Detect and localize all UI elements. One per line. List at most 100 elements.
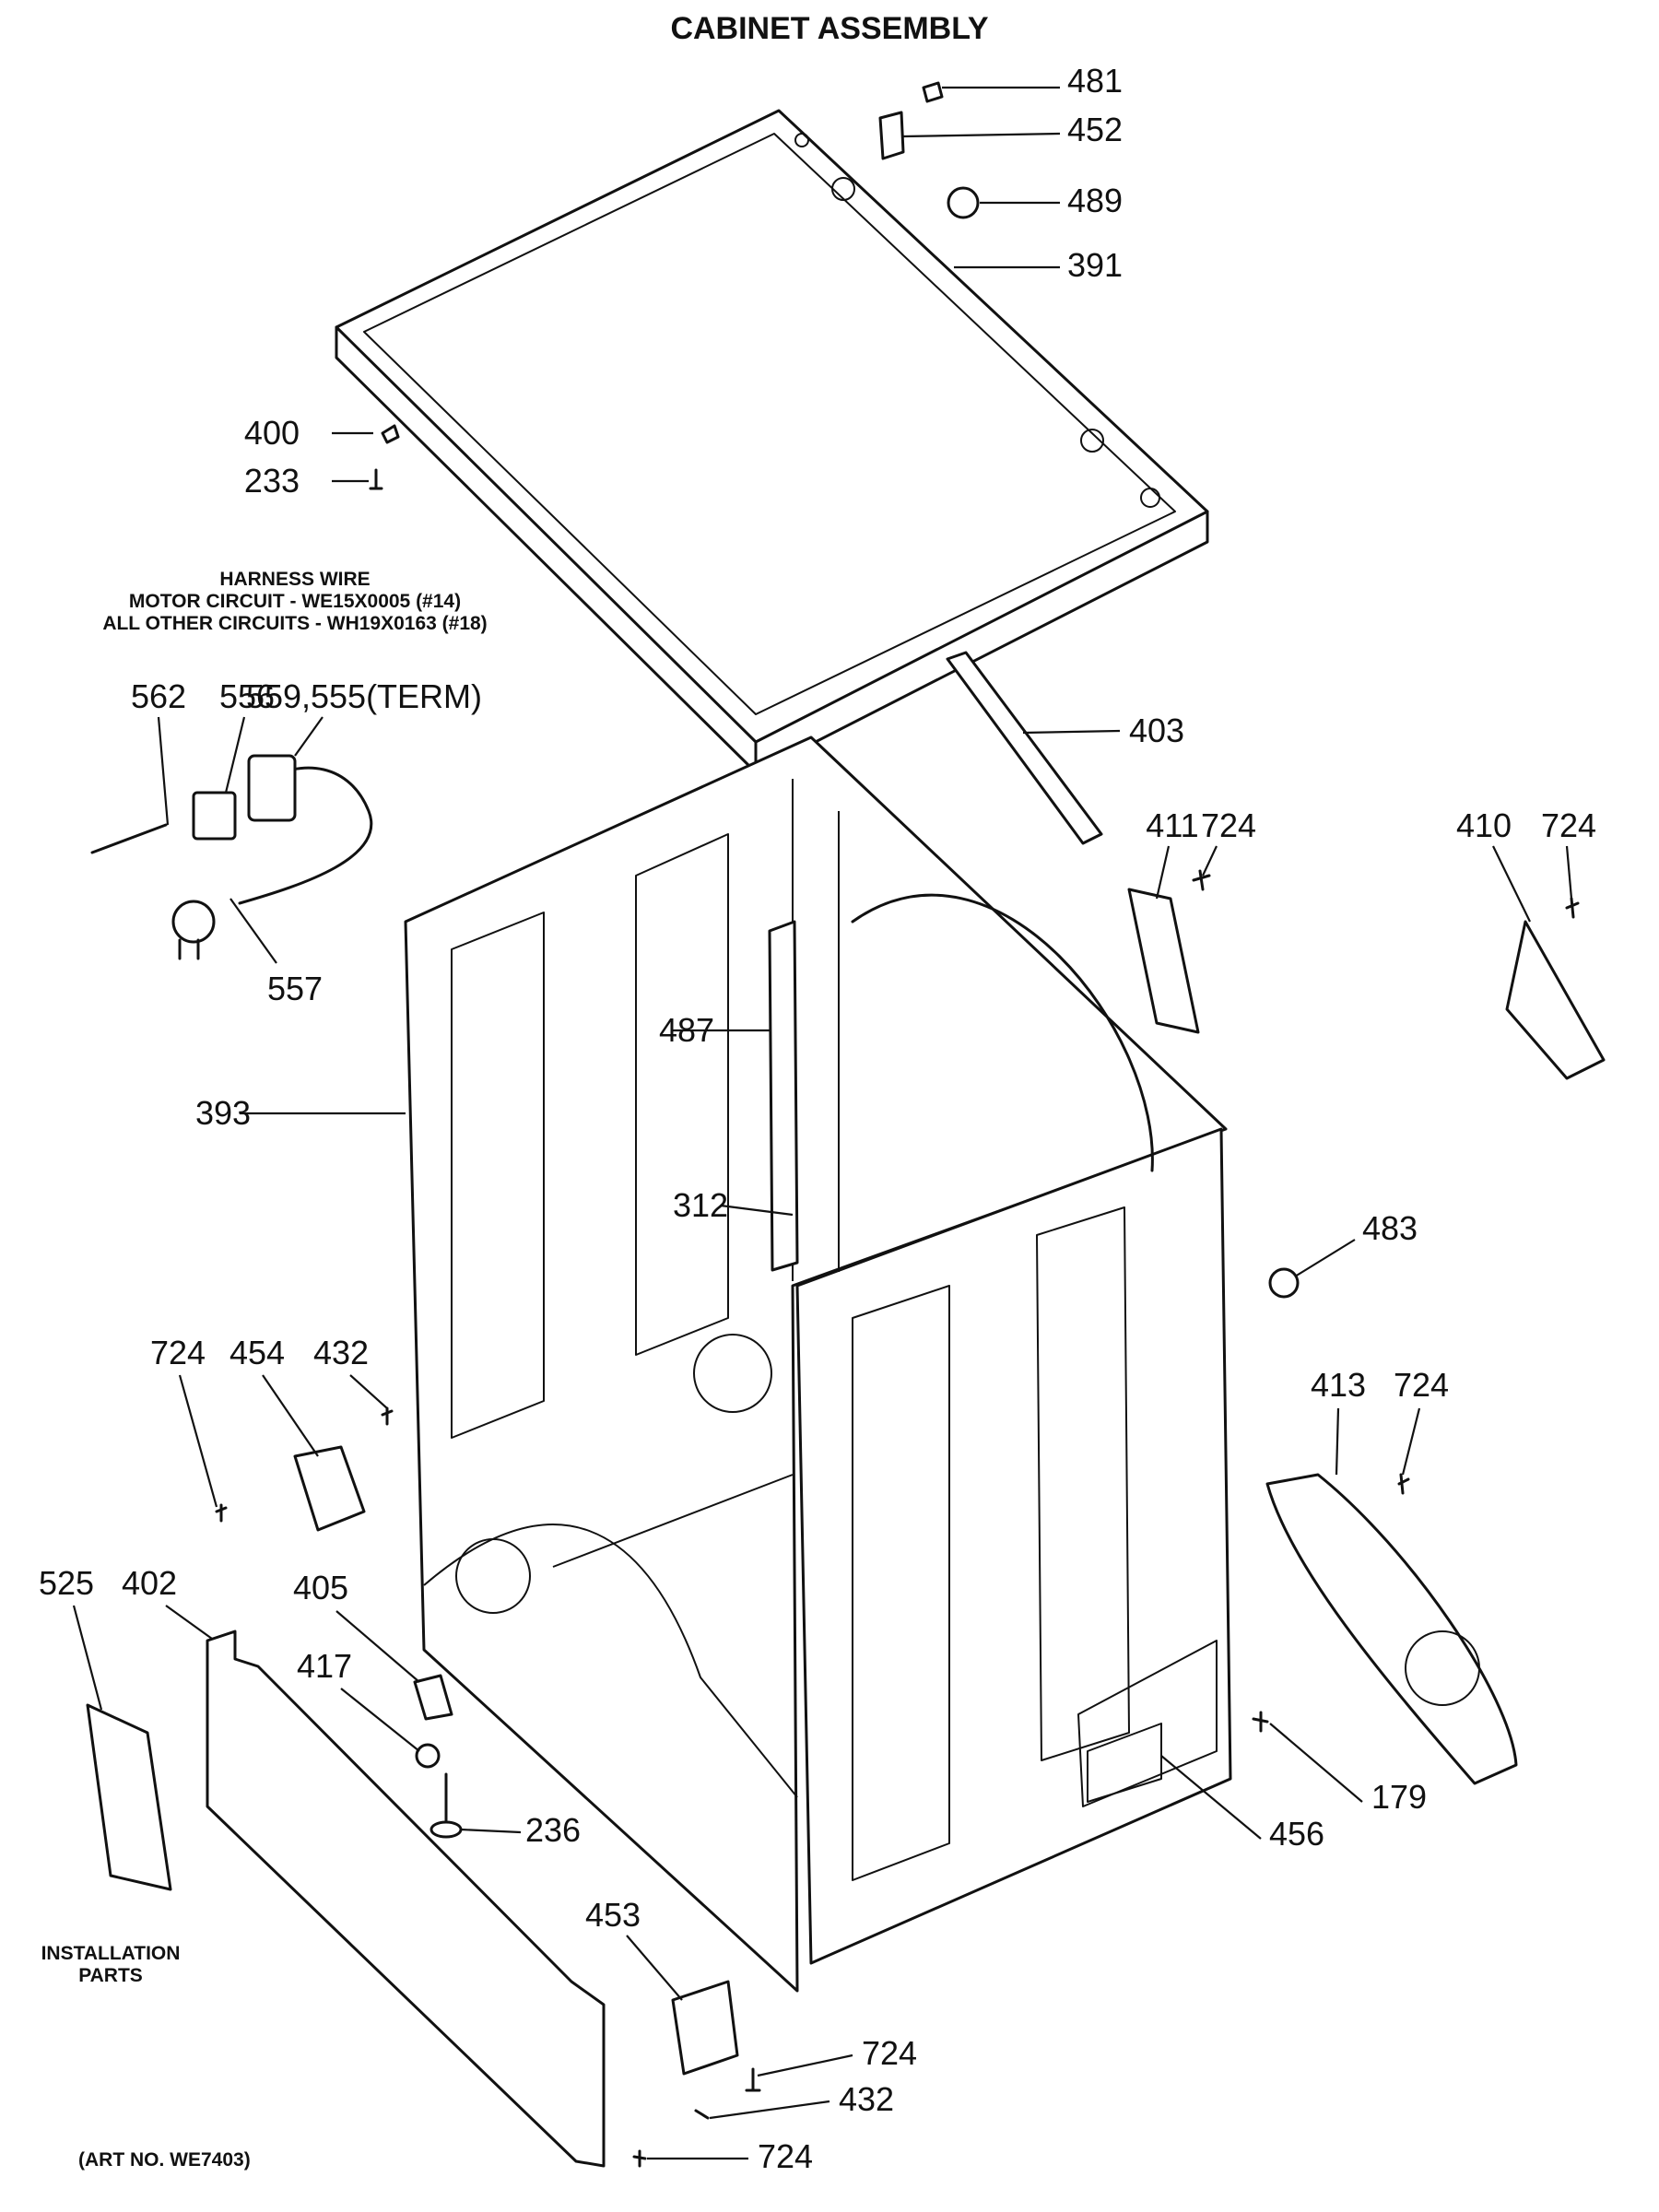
part-number-label: 454: [229, 1334, 285, 1371]
leader-line: [1160, 1755, 1262, 1840]
leader-line: [1269, 1723, 1363, 1803]
cabinet-body: [404, 735, 1232, 1993]
part-number-label: 487: [659, 1011, 714, 1049]
leader-line: [709, 2100, 830, 2120]
callout-p405: 405: [293, 1569, 420, 1683]
callout-p724b: 724: [1541, 806, 1596, 900]
leader-line: [1335, 1407, 1340, 1476]
part-number-label: 413: [1311, 1366, 1366, 1404]
callout-p724a: 724: [1201, 806, 1256, 877]
leader-line: [720, 1204, 794, 1217]
callout-p483: 483: [1294, 1209, 1418, 1277]
part-number-label: 391: [1067, 246, 1123, 284]
callout-p410: 410: [1456, 806, 1531, 923]
part-number-label: 393: [195, 1094, 251, 1132]
callout-p391: 391: [954, 246, 1123, 284]
callout-p432b: 432: [709, 2080, 894, 2120]
part-number-label: 724: [1201, 806, 1256, 844]
part-number-label: 403: [1129, 712, 1184, 749]
leader-line: [340, 1688, 420, 1752]
callout-p179: 179: [1269, 1723, 1427, 1816]
callout-p393: 393: [195, 1094, 406, 1132]
callout-p481: 481: [942, 62, 1123, 100]
part-number-label: 525: [39, 1564, 94, 1602]
callout-p453: 453: [585, 1896, 683, 2001]
leader-line: [229, 898, 277, 964]
part-number-label: 453: [585, 1896, 641, 1934]
callout-p724f: 724: [647, 2137, 813, 2175]
art-number: (ART NO. WE7403): [78, 2149, 251, 2171]
callout-p562: 562: [131, 677, 186, 826]
callout-p456: 456: [1160, 1755, 1324, 1853]
diagram-title: CABINET ASSEMBLY: [670, 11, 989, 46]
leader-line: [1294, 1239, 1356, 1277]
callout-p489: 489: [980, 182, 1123, 219]
callout-p724d: 724: [1394, 1366, 1449, 1476]
callout-p724e: 724: [757, 2034, 917, 2077]
callout-p411: 411: [1146, 806, 1199, 900]
part-number-label: 432: [313, 1334, 369, 1371]
part-number-label: 724: [862, 2034, 917, 2072]
leader-line: [165, 1605, 213, 1640]
part-number-label: 724: [1541, 806, 1596, 844]
leader-line: [178, 1374, 218, 1508]
installation-label-line-1: INSTALLATION: [41, 1943, 181, 1964]
leader-line: [224, 716, 246, 794]
leader-line: [335, 1610, 420, 1683]
part-number-label: 405: [293, 1569, 348, 1606]
part-number-label: 179: [1371, 1778, 1427, 1816]
small-parts: [86, 81, 1606, 2168]
leader-line: [1492, 845, 1531, 923]
leader-line: [1022, 729, 1121, 735]
leader-line: [349, 1374, 388, 1409]
part-number-label: 483: [1362, 1209, 1418, 1247]
callout-p417: 417: [297, 1647, 420, 1752]
part-number-label: 724: [1394, 1366, 1449, 1404]
callout-p724c: 724: [150, 1334, 218, 1508]
part-number-label: 417: [297, 1647, 352, 1685]
leader-line: [262, 1374, 319, 1457]
part-number-label: 556: [219, 677, 275, 715]
callout-p432a: 432: [313, 1334, 388, 1409]
part-number-label: 233: [244, 462, 300, 500]
callout-p556: 556: [219, 677, 275, 794]
harness-heading: HARNESS WIRE: [219, 569, 371, 590]
callout-p400: 400: [244, 414, 373, 452]
part-number-label: 557: [267, 970, 323, 1007]
leader-line: [626, 1935, 683, 2001]
harness-other-circuits: ALL OTHER CIRCUITS - WH19X0163 (#18): [102, 613, 488, 634]
part-number-label: 402: [122, 1564, 177, 1602]
leader-line: [1202, 845, 1218, 877]
leader-line: [72, 1605, 103, 1711]
power-cord: [90, 754, 373, 960]
part-number-label: 410: [1456, 806, 1512, 844]
part-number-label: 559,555(TERM): [246, 677, 482, 715]
part-number-label: 724: [150, 1334, 206, 1371]
callout-p454: 454: [229, 1334, 319, 1457]
part-number-label: 452: [1067, 111, 1123, 148]
part-number-label: 432: [839, 2080, 894, 2118]
callout-p402: 402: [122, 1564, 213, 1640]
callout-p236: 236: [460, 1811, 581, 1849]
callout-p233: 233: [244, 462, 369, 500]
installation-parts-label: INSTALLATION PARTS: [28, 1943, 194, 1987]
part-number-label: 489: [1067, 182, 1123, 219]
leader-line: [902, 132, 1061, 138]
part-number-label: 236: [525, 1811, 581, 1849]
callout-p452: 452: [902, 111, 1123, 148]
leader-line: [460, 1828, 522, 1834]
harness-motor-circuit: MOTOR CIRCUIT - WE15X0005 (#14): [128, 591, 462, 612]
part-number-label: 400: [244, 414, 300, 452]
harness-wire-note: HARNESS WIRE MOTOR CIRCUIT - WE15X0005 (…: [55, 569, 535, 635]
callout-p559: 559,555(TERM): [246, 677, 482, 757]
callout-p557: 557: [229, 898, 323, 1007]
callout-p487: 487: [659, 1011, 770, 1049]
part-number-label: 411: [1146, 806, 1198, 844]
part-number-label: 481: [1067, 62, 1123, 100]
callout-p403: 403: [1022, 712, 1184, 749]
leader-line: [1155, 845, 1171, 900]
callout-p525: 525: [39, 1564, 103, 1711]
